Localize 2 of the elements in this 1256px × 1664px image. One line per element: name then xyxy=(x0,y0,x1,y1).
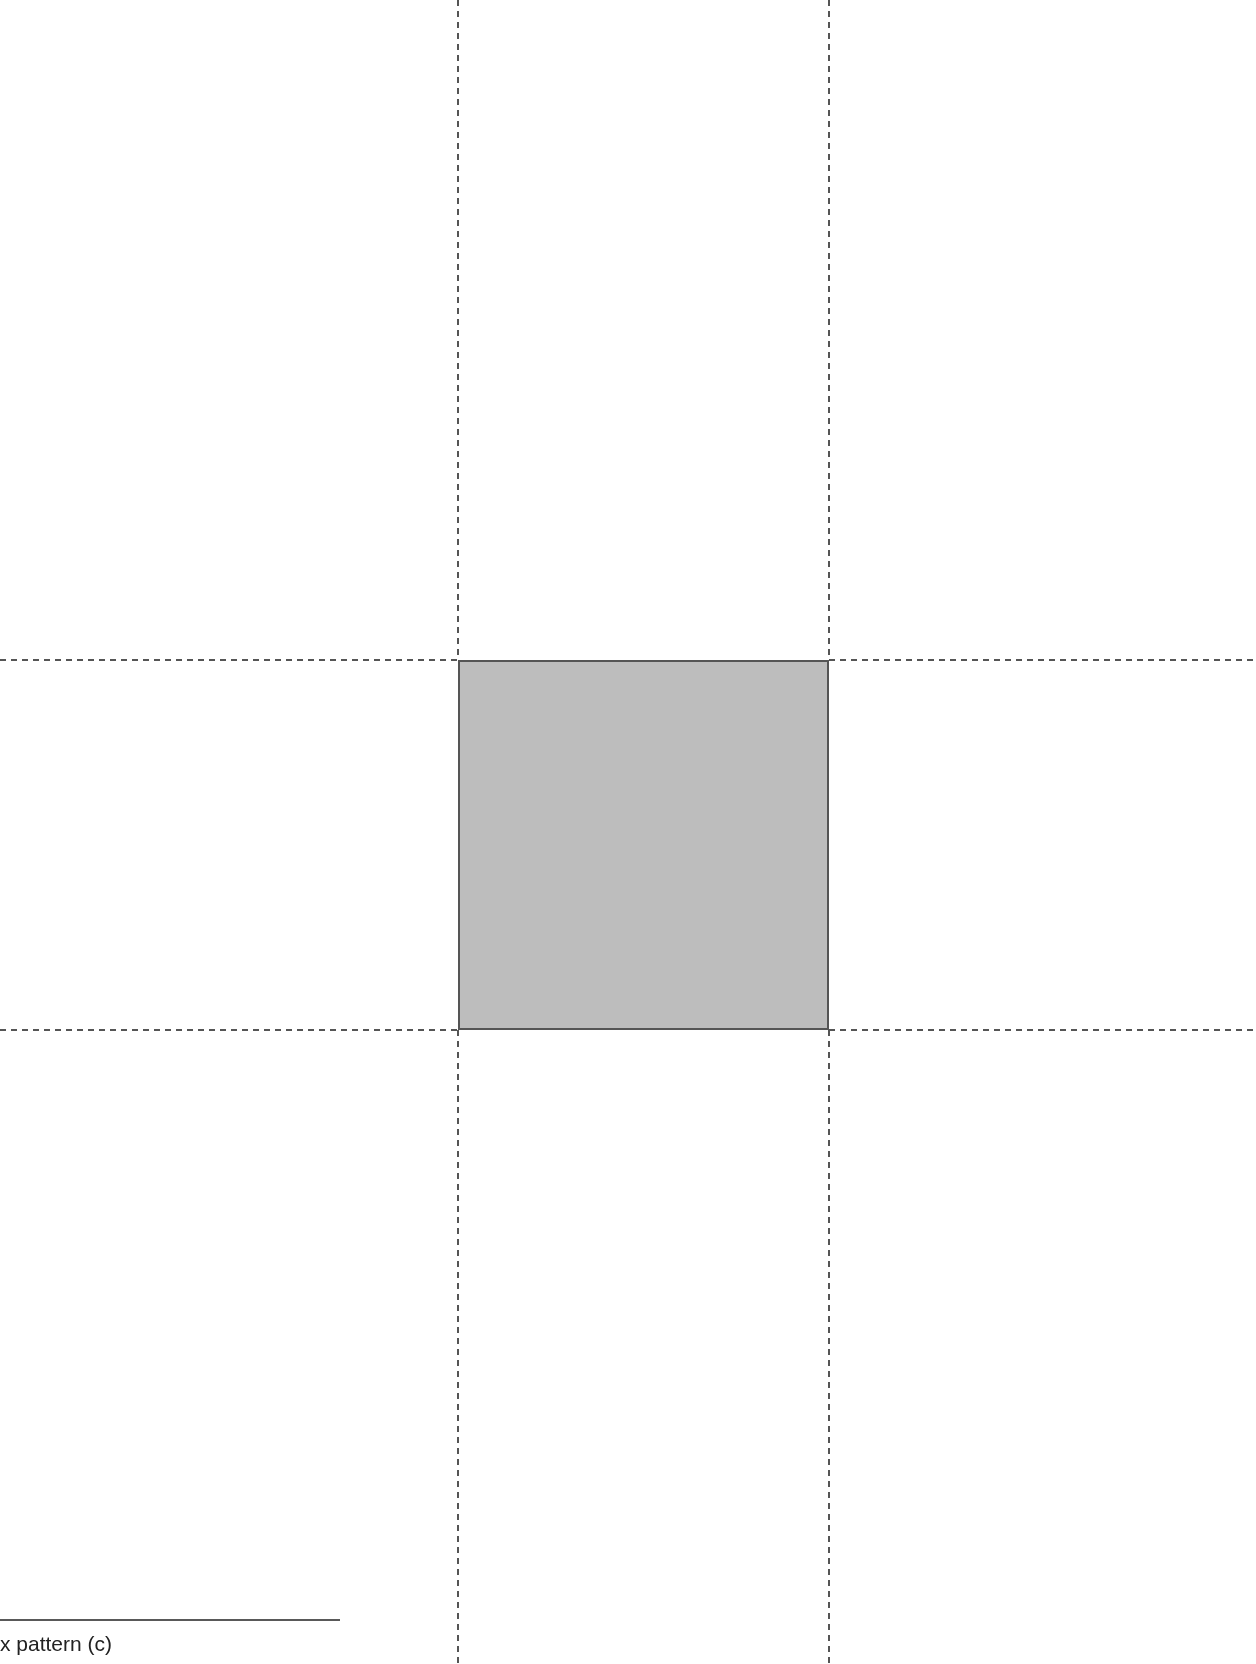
shaded-square xyxy=(458,660,829,1030)
caption-text: x pattern (c) xyxy=(0,1631,113,1657)
